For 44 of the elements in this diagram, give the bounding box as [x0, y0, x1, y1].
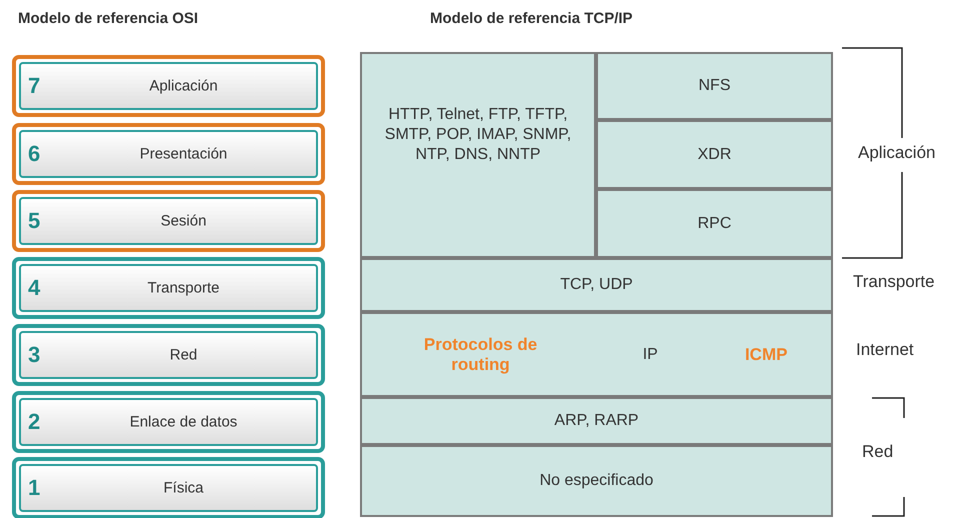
layer-label: Internet [856, 340, 914, 360]
layer-number: 2 [28, 409, 40, 435]
layer-box [12, 123, 325, 185]
layer-number: 4 [28, 275, 40, 301]
protocol-cell [360, 258, 833, 312]
layer-name: Sesión [160, 212, 208, 230]
protocol-cell [360, 312, 833, 397]
layer-number: 7 [28, 73, 40, 99]
layer-label: Red [862, 442, 894, 462]
layer-name: Física [162, 480, 204, 496]
layer-label: Transporte [853, 272, 935, 292]
layer-box [12, 55, 325, 117]
layer-name: Presentación [138, 146, 228, 162]
protocol-text: ICMP [744, 344, 788, 364]
layer-box [12, 324, 325, 386]
protocol-cell [360, 52, 596, 258]
protocol-text: NFS [698, 77, 730, 95]
layer-box [12, 457, 325, 518]
protocol-text: XDR [698, 146, 732, 164]
model-title: Modelo de referencia OSI [18, 10, 198, 27]
layer-number: 6 [28, 141, 40, 167]
layer-number: 5 [28, 208, 40, 234]
layer-number: 1 [28, 475, 40, 501]
layer-box [12, 257, 325, 319]
layer-box [12, 190, 325, 252]
protocol-text: No especificado [540, 472, 654, 490]
protocol-text: Protocolos de routing [422, 334, 538, 374]
layer-name: Aplicación [148, 78, 219, 94]
layer-name: Red [168, 346, 198, 364]
protocol-cell [360, 397, 833, 445]
protocol-text: HTTP, Telnet, FTP, TFTP, SMTP, POP, IMAP, SNMP, NTP, DNS, NNTP [384, 105, 572, 165]
layer-name: Transporte [146, 280, 220, 296]
layer-number: 3 [28, 342, 40, 368]
layer-label: Aplicación [858, 143, 936, 163]
protocol-cell [596, 189, 833, 258]
protocol-text: IP [642, 346, 658, 364]
layer-name: Enlace de datos [128, 414, 238, 430]
protocol-cell [596, 52, 833, 120]
protocol-cell [596, 120, 833, 189]
model-title: Modelo de referencia TCP/IP [430, 10, 633, 27]
protocol-text: TCP, UDP [560, 276, 633, 294]
layer-box [12, 391, 325, 453]
protocol-text: ARP, RARP [554, 412, 639, 430]
protocol-text: RPC [698, 214, 732, 232]
